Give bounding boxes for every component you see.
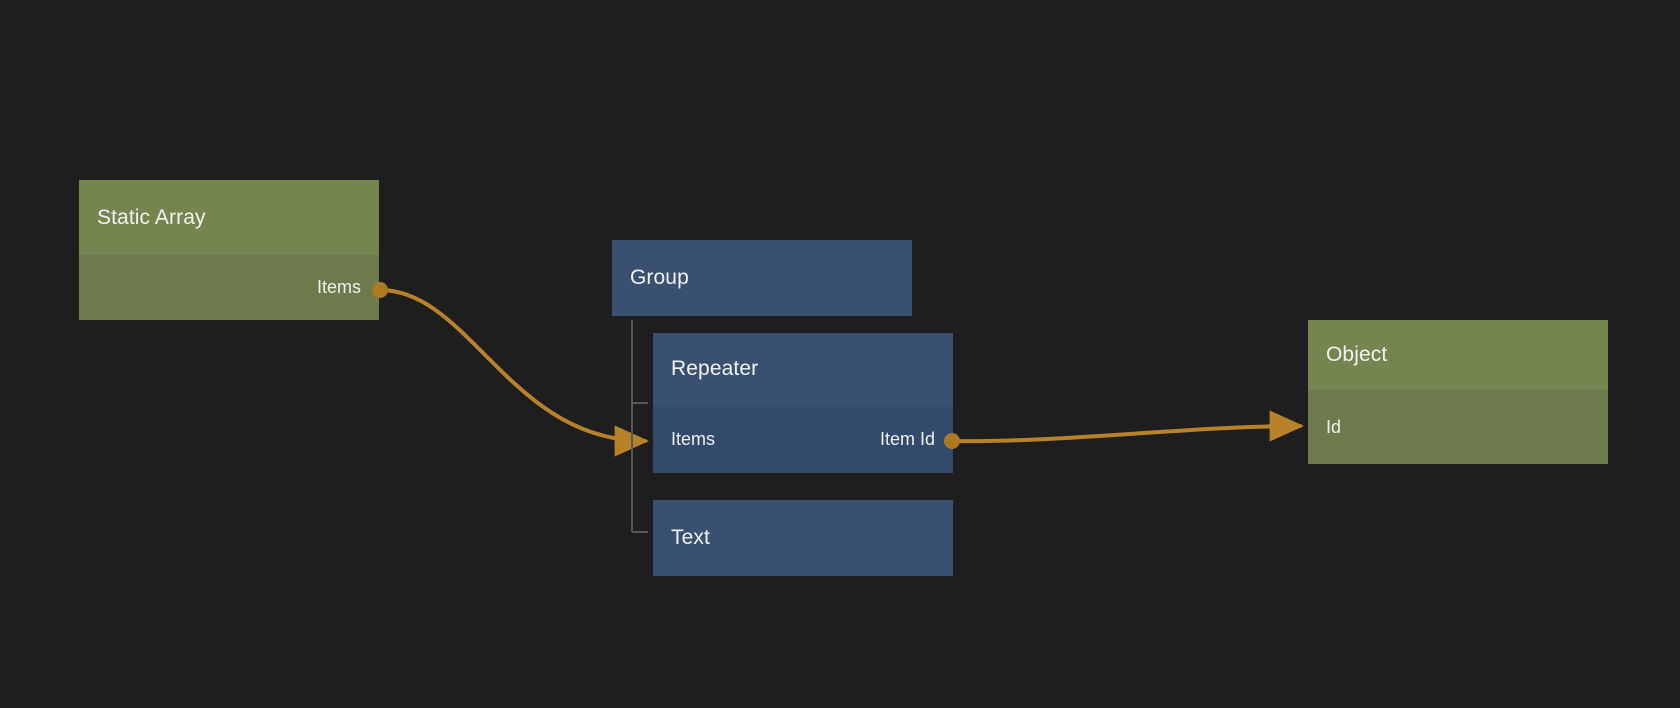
node-group-header[interactable]: Group: [612, 240, 912, 316]
row-object-id-label: Id: [1326, 416, 1342, 437]
row-static-array-items[interactable]: Items: [79, 255, 379, 320]
node-repeater-body: Items Item Id: [653, 405, 953, 473]
row-static-array-items-label: Items: [316, 277, 361, 297]
node-object-header[interactable]: Object: [1308, 320, 1608, 390]
node-static-array-title: Static Array: [97, 205, 206, 229]
node-text[interactable]: Text: [653, 500, 953, 576]
node-text-header[interactable]: Text: [653, 500, 953, 576]
node-text-title: Text: [671, 526, 710, 549]
row-repeater-items[interactable]: Items Item Id: [653, 405, 953, 473]
port-repeater-item-id-output[interactable]: [944, 433, 960, 449]
port-static-array-items-output[interactable]: [372, 282, 388, 298]
node-static-array-header[interactable]: Static Array: [79, 180, 379, 255]
node-static-array[interactable]: Static Array Items: [79, 180, 379, 320]
node-object-body: Id: [1308, 390, 1608, 464]
node-repeater-header[interactable]: Repeater: [653, 333, 953, 405]
node-object-title: Object: [1326, 343, 1388, 366]
node-repeater-title: Repeater: [671, 357, 759, 380]
node-repeater[interactable]: Repeater Items Item Id: [653, 333, 953, 473]
edge-repeater-itemid-to-object-id[interactable]: [950, 410, 1305, 444]
edge-static-items-to-repeater-items[interactable]: [378, 288, 649, 457]
node-group-title: Group: [630, 266, 689, 289]
row-repeater-items-label: Items: [671, 428, 716, 449]
row-object-id[interactable]: Id: [1308, 390, 1608, 464]
node-static-array-body: Items: [79, 255, 379, 320]
row-repeater-item-id-label: Item Id: [879, 428, 935, 449]
node-object[interactable]: Object Id: [1308, 320, 1608, 464]
node-group[interactable]: Group: [612, 240, 912, 316]
